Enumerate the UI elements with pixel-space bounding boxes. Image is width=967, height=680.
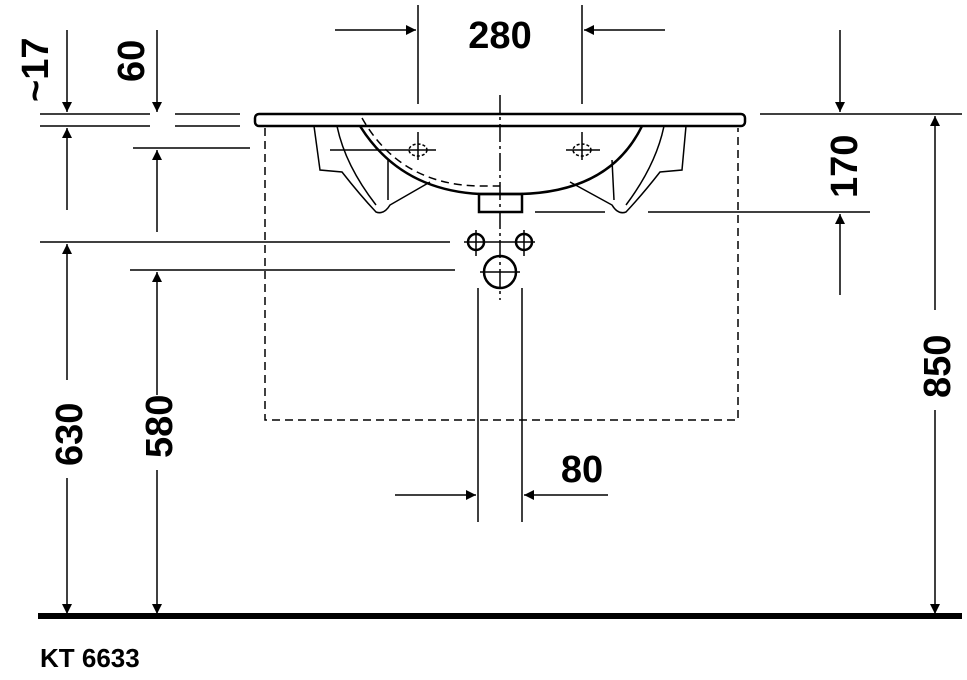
dim-tap-hole-spacing: 280 bbox=[468, 15, 531, 57]
connections bbox=[464, 230, 535, 522]
dim-overflow-offset: ~17 bbox=[15, 38, 57, 102]
extension-lines bbox=[40, 5, 962, 271]
dim-supply-height: 630 bbox=[49, 403, 91, 466]
basin-bowl bbox=[313, 117, 687, 214]
dim-rim-to-tap-hole: 60 bbox=[111, 40, 153, 82]
dim-waste-spacing: 80 bbox=[561, 449, 603, 491]
dim-height-total: 850 bbox=[917, 335, 959, 398]
vanity-outline bbox=[264, 128, 739, 421]
dimension-lines bbox=[62, 25, 940, 614]
dim-basin-depth: 170 bbox=[824, 135, 866, 198]
dim-waste-height: 580 bbox=[139, 395, 181, 458]
model-code: KT 6633 bbox=[40, 643, 140, 673]
